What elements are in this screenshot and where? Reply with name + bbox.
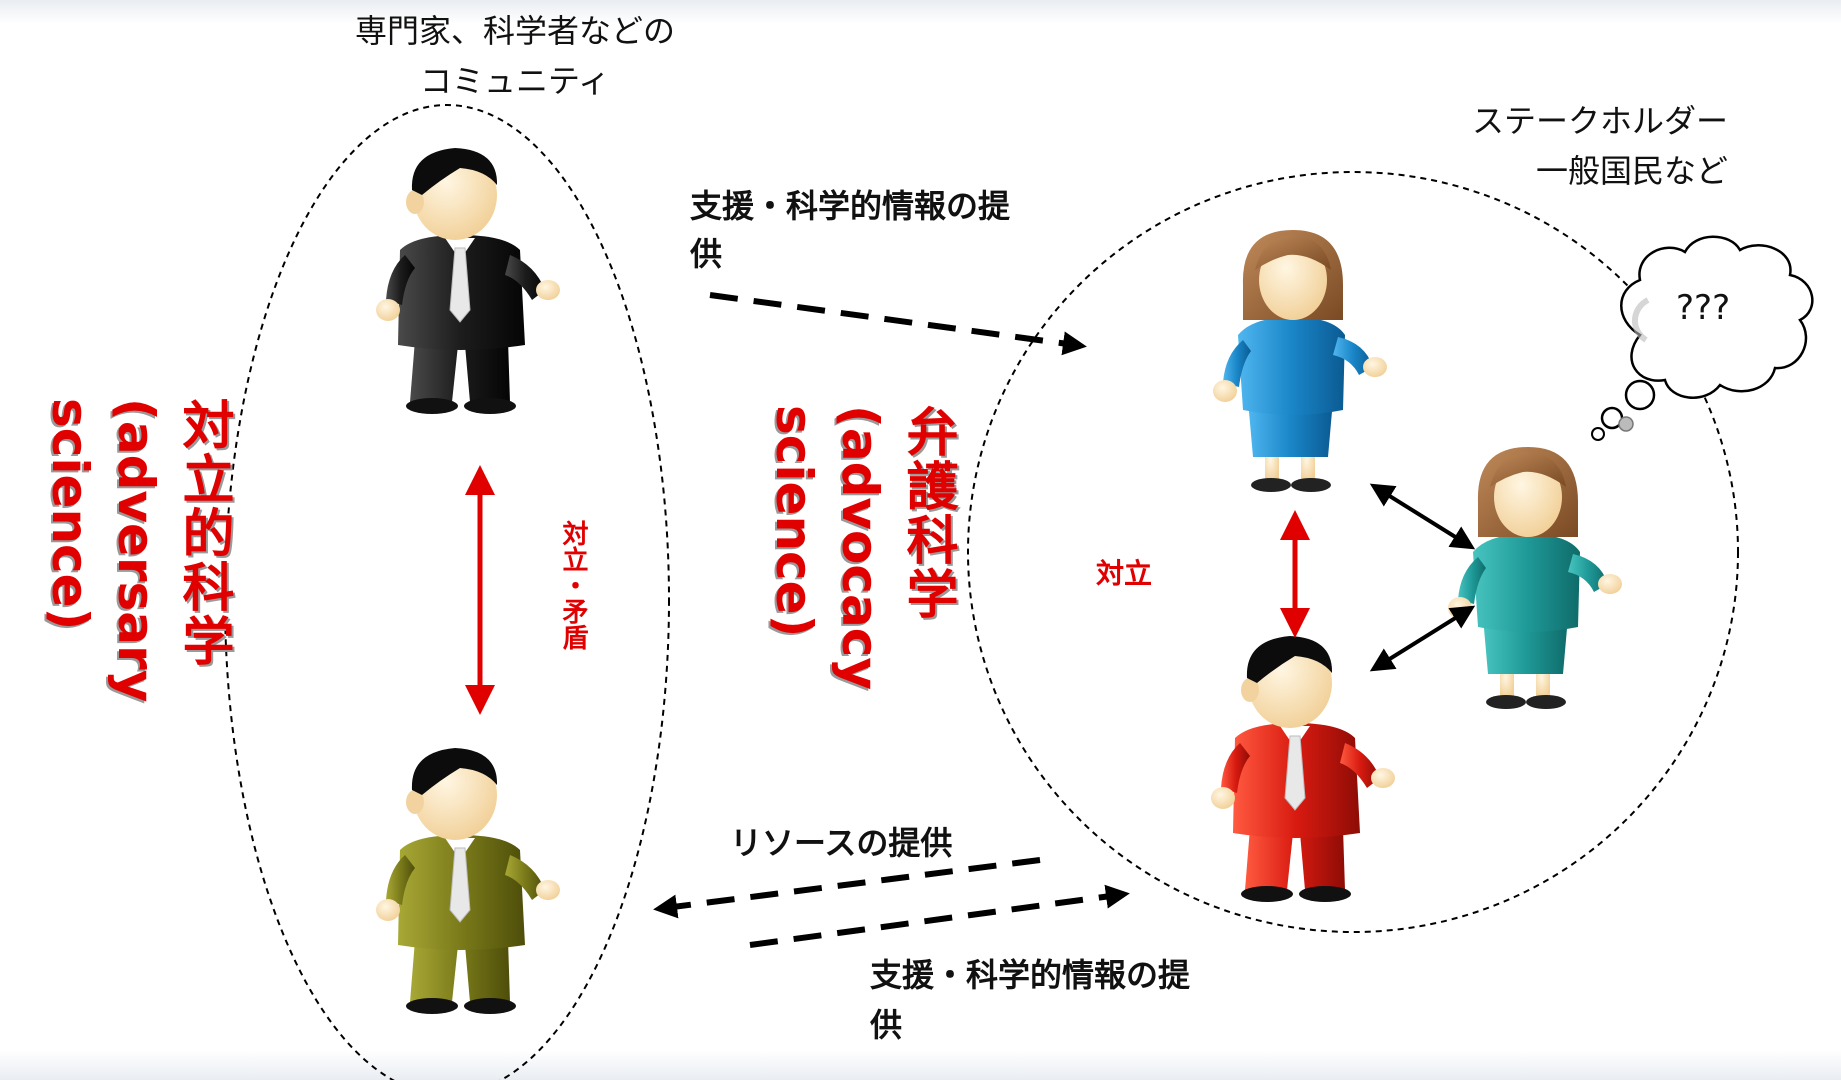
question-marks: ??? <box>1676 288 1731 328</box>
top-gradient-band <box>0 0 1841 24</box>
conflict-contradiction-label: 対立・矛盾 <box>558 520 588 650</box>
advocacy-science-title: 弁護科学 (advocacy science) <box>728 405 958 725</box>
expert-black-suit-figure <box>375 147 560 415</box>
expert-community-label: 専門家、科学者などの コミュニティ <box>300 6 730 106</box>
thought-bubble <box>1591 235 1814 441</box>
conflict-label: 対立 <box>1096 557 1153 590</box>
adversary-science-jp: 対立的科学 <box>173 398 233 668</box>
support-label-bottom-line2: 供 <box>870 1006 903 1044</box>
expert-community-ellipse <box>224 104 670 1080</box>
interaction-arrow-upper <box>1369 483 1476 550</box>
adversary-science-title: 対立的科学 (adversary science) <box>14 398 234 728</box>
adversary-science-en-line1: (adversary <box>107 398 165 703</box>
advocacy-science-en-line2: science) <box>765 405 823 638</box>
interaction-arrow-lower <box>1369 605 1476 672</box>
stakeholders-label: ステークホルダー 一般国民など <box>1408 96 1728 196</box>
support-label-top-line1: 支援・科学的情報の提 <box>690 187 1011 225</box>
expert-community-line1: 専門家、科学者などの <box>354 12 675 50</box>
resource-arrow <box>653 857 1041 919</box>
stakeholder-teal-woman-figure <box>1448 447 1622 709</box>
stakeholders-line2: 一般国民など <box>1535 152 1728 190</box>
support-label-bottom-line1: 支援・科学的情報の提 <box>870 956 1191 994</box>
advocacy-science-en-line1: (advocacy <box>831 405 889 690</box>
stakeholders-line1: ステークホルダー <box>1471 102 1728 140</box>
adversary-science-en-line2: science) <box>41 398 99 631</box>
support-label-bottom: 支援・科学的情報の提 供 <box>870 950 1190 1050</box>
support-label-top: 支援・科学的情報の提 供 <box>690 182 1010 278</box>
stakeholder-blue-woman-figure <box>1213 230 1387 492</box>
advocacy-science-jp: 弁護科学 <box>897 405 957 621</box>
stakeholder-ellipse <box>967 171 1739 933</box>
resource-label: リソースの提供 <box>730 824 953 862</box>
support-arrow-top <box>709 292 1087 356</box>
support-arrow-bottom <box>749 884 1130 948</box>
stakeholder-red-suit-figure <box>1210 635 1395 903</box>
bottom-gradient-band <box>0 1050 1841 1080</box>
support-label-top-line2: 供 <box>690 235 723 273</box>
expert-olive-suit-figure <box>375 747 560 1015</box>
expert-community-line2: コミュニティ <box>419 62 611 100</box>
